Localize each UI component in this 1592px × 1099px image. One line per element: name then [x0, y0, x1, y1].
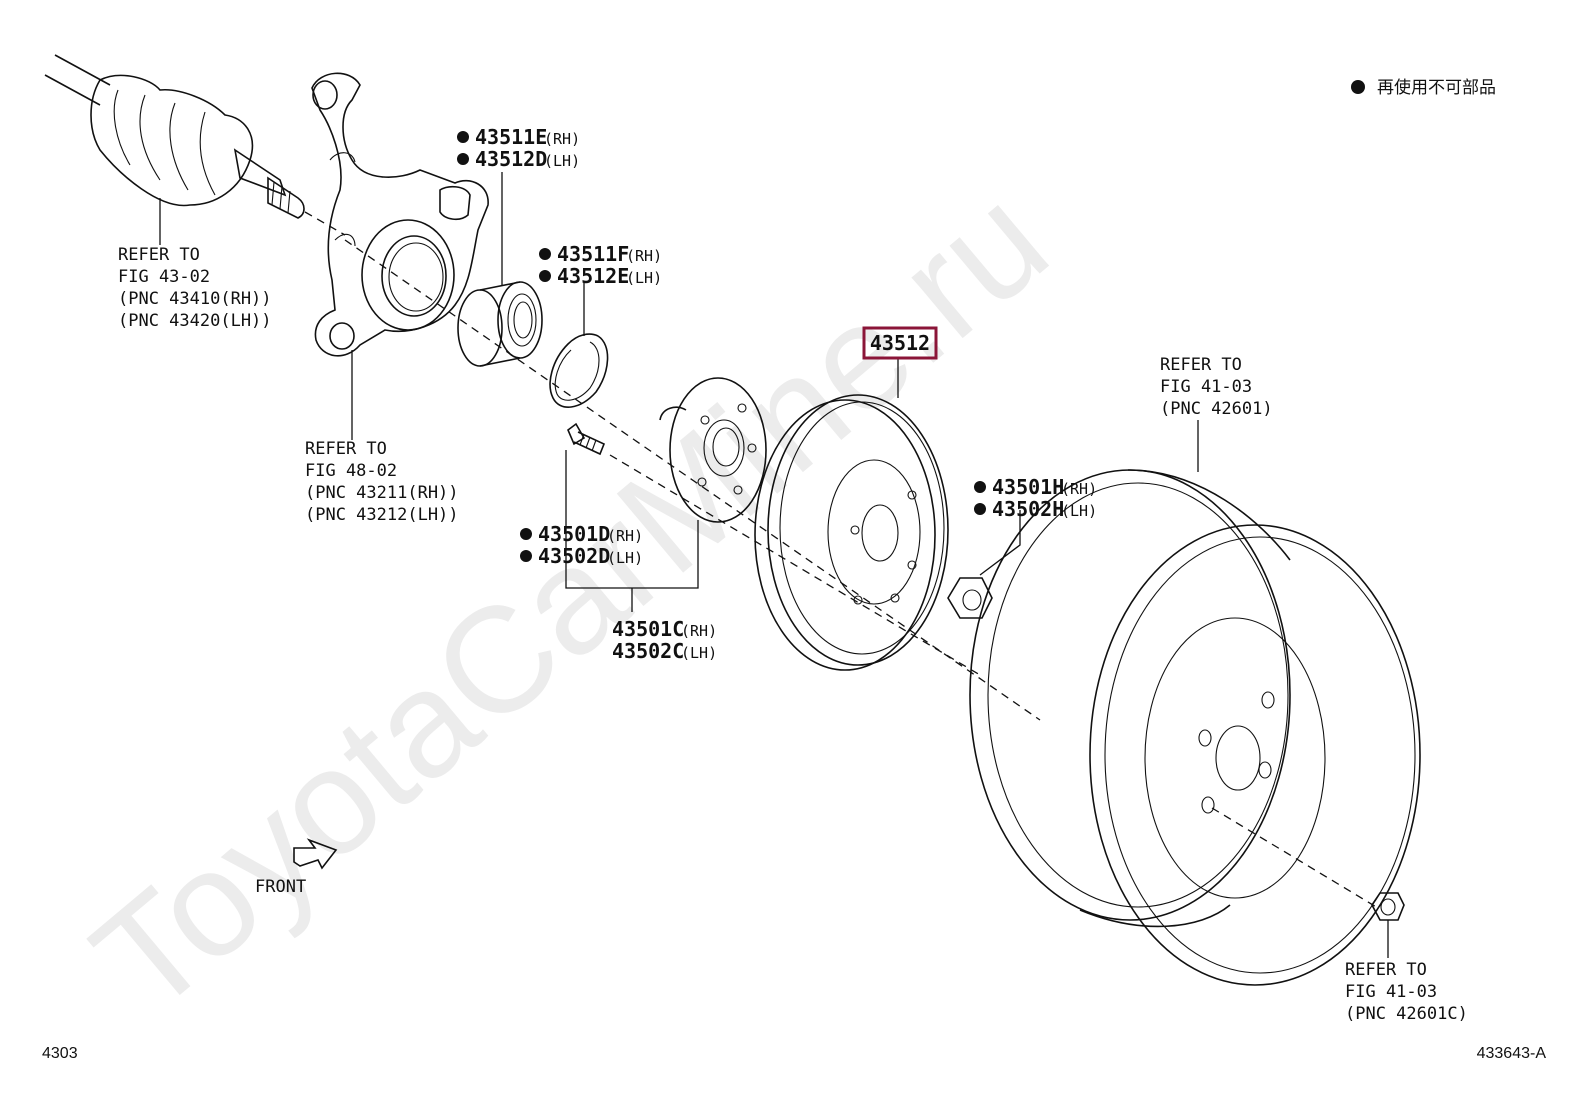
- front-arrow-icon: [293, 838, 338, 870]
- non-reusable-bullet-icon: [539, 270, 551, 282]
- part-side-bearing-rh: (RH): [544, 130, 580, 148]
- refer-wheel-line-3: (PNC 42601): [1160, 399, 1273, 419]
- refer-knuckle-line-3: (PNC 43211(RH)): [305, 483, 459, 503]
- part-side-hub-lh: (LH): [681, 644, 717, 662]
- part-side-hub-bolt-rh: (RH): [607, 527, 643, 545]
- legend-bullet-icon: [1351, 80, 1365, 94]
- part-number-hub-rh: 43501C: [612, 617, 684, 641]
- drive-shaft-drawing: [44, 54, 346, 236]
- non-reusable-bullet-icon: [974, 503, 986, 515]
- non-reusable-bullet-icon: [457, 131, 469, 143]
- part-number-hub-nut-rh: 43501H: [992, 475, 1064, 499]
- non-reusable-bullet-icon: [520, 528, 532, 540]
- hub-bolt-drawing: [567, 422, 606, 456]
- refer-wheel-nut-line-2: FIG 41-03: [1345, 982, 1437, 1002]
- part-side-hub-bolt-lh: (LH): [607, 549, 643, 567]
- steering-knuckle-drawing: [311, 72, 489, 357]
- part-number-brake-disc[interactable]: 43512: [870, 331, 930, 355]
- brake-disc-drawing: [754, 394, 949, 671]
- leader-lines: [159, 172, 1389, 958]
- part-side-bearing-lh: (LH): [544, 152, 580, 170]
- figure-id: 433643-A: [1477, 1045, 1547, 1062]
- part-number-bearing-lh: 43512D: [475, 147, 547, 171]
- non-reusable-bullet-icon: [457, 153, 469, 165]
- part-side-hub-rh: (RH): [681, 622, 717, 640]
- wheel-drawing: [969, 469, 1421, 986]
- hub-nut-drawing: [947, 577, 993, 619]
- non-reusable-bullet-icon: [520, 550, 532, 562]
- bolt-axis-line: [609, 454, 981, 676]
- hub-bearing-drawing: [457, 281, 543, 367]
- part-number-hub-lh: 43502C: [612, 639, 684, 663]
- part-side-hub-nut-lh: (LH): [1061, 502, 1097, 520]
- wheel-nut-axis-line: [1211, 807, 1379, 909]
- assembly-axis-line: [344, 239, 1041, 721]
- highlight-box: [862, 326, 938, 360]
- refer-knuckle-line-1: REFER TO: [305, 439, 387, 459]
- front-label: FRONT: [255, 877, 306, 897]
- refer-wheel-line-2: FIG 41-03: [1160, 377, 1252, 397]
- refer-driveshaft-line-1: REFER TO: [118, 245, 200, 265]
- part-side-snap-ring-lh: (LH): [626, 269, 662, 287]
- part-number-snap-ring-lh: 43512E: [557, 264, 629, 288]
- part-number-hub-bolt-rh: 43501D: [538, 522, 610, 546]
- part-side-hub-nut-rh: (RH): [1061, 480, 1097, 498]
- page-number: 4303: [42, 1045, 78, 1062]
- non-reusable-bullet-icon: [974, 481, 986, 493]
- part-number-hub-nut-lh: 43502H: [992, 497, 1064, 521]
- wheel-nut-drawing: [1371, 892, 1405, 921]
- axle-hub-drawing: [659, 377, 767, 523]
- non-reusable-bullet-icon: [539, 248, 551, 260]
- refer-knuckle-line-4: (PNC 43212(LH)): [305, 505, 459, 525]
- refer-driveshaft-line-4: (PNC 43420(LH)): [118, 311, 272, 331]
- refer-wheel-nut-line-1: REFER TO: [1345, 960, 1427, 980]
- part-number-hub-bolt-lh: 43502D: [538, 544, 610, 568]
- refer-knuckle-line-2: FIG 48-02: [305, 461, 397, 481]
- refer-driveshaft-line-2: FIG 43-02: [118, 267, 210, 287]
- part-number-bearing-rh: 43511E: [475, 125, 547, 149]
- refer-driveshaft-line-3: (PNC 43410(RH)): [118, 289, 272, 309]
- legend-text: 再使用不可部品: [1377, 77, 1496, 98]
- refer-wheel-nut-line-3: (PNC 42601C): [1345, 1004, 1468, 1024]
- part-number-snap-ring-rh: 43511F: [557, 242, 629, 266]
- snap-ring-drawing: [549, 333, 609, 408]
- part-side-snap-ring-rh: (RH): [626, 247, 662, 265]
- refer-wheel-line-1: REFER TO: [1160, 355, 1242, 375]
